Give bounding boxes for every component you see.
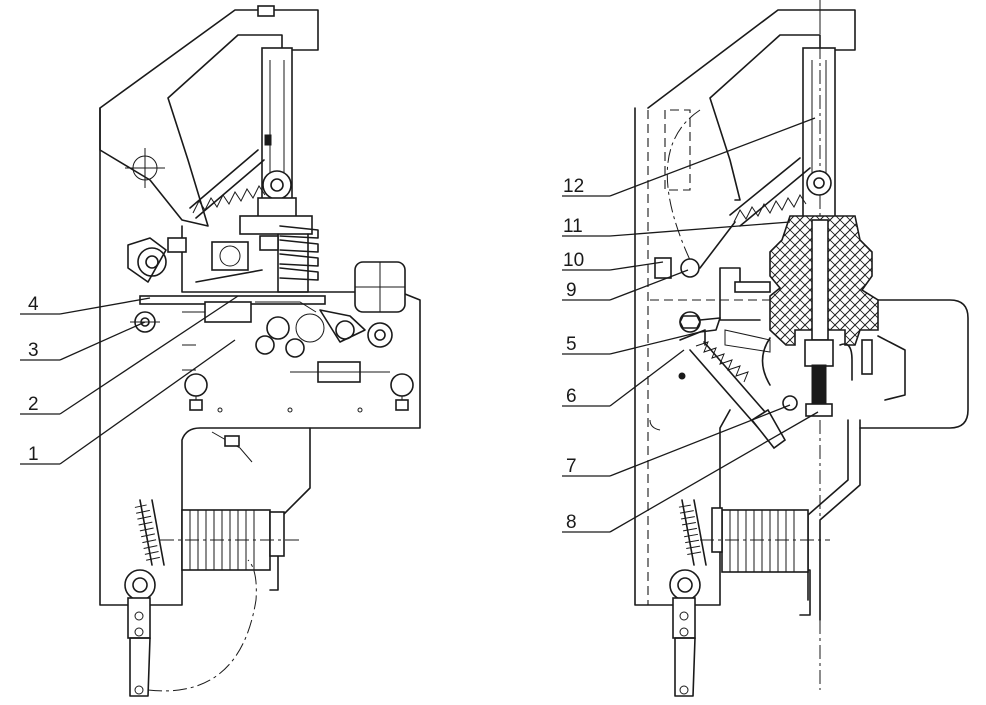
right-lower-spring [678, 499, 707, 566]
right-bottom-lever [669, 569, 701, 697]
callout-8: 8 [566, 512, 577, 533]
left-main-frame [99, 107, 421, 606]
left-lower-spring [134, 499, 165, 566]
right-main-frame [634, 107, 731, 606]
left-bottom-lever [124, 569, 156, 697]
left-target-mark [125, 148, 165, 188]
callout-2: 2 [28, 394, 39, 415]
right-view [634, 0, 969, 697]
callout-4: 4 [28, 294, 39, 315]
callout-9: 9 [566, 280, 577, 301]
left-upper-spring [189, 149, 266, 219]
right-upper-arm [647, 9, 856, 201]
left-upper-arm [99, 9, 319, 227]
right-lower-link [819, 419, 861, 621]
left-lower-link [269, 427, 311, 591]
callout-12: 12 [563, 176, 584, 197]
left-insulator-top [239, 215, 319, 293]
callout-3: 3 [28, 340, 39, 361]
callout-11: 11 [563, 216, 583, 237]
left-view [99, 5, 421, 697]
right-nuts [654, 257, 721, 333]
right-insulator-core [811, 219, 829, 341]
callout-7: 7 [566, 456, 577, 477]
left-bottom-bolts [184, 373, 414, 413]
callout-10: 10 [563, 250, 584, 271]
left-cam-assembly [127, 235, 279, 283]
right-lower-assembly [761, 335, 906, 417]
right-outer-enclosure [859, 299, 969, 429]
left-top-pin [257, 5, 275, 17]
left-lower-insulator [160, 509, 300, 571]
left-leaders [20, 295, 239, 465]
callout-6: 6 [566, 386, 577, 407]
right-leaders [562, 117, 819, 533]
left-mechanism-box [130, 301, 393, 383]
right-lower-diagonal-spring [678, 329, 787, 450]
callout-1: 1 [28, 444, 39, 465]
right-shelves [650, 267, 771, 353]
callout-5: 5 [566, 334, 577, 355]
left-swing-arc [147, 559, 257, 692]
left-side-cylinder [354, 261, 406, 313]
right-upper-spring [699, 157, 811, 269]
right-lower-insulator [700, 507, 830, 573]
